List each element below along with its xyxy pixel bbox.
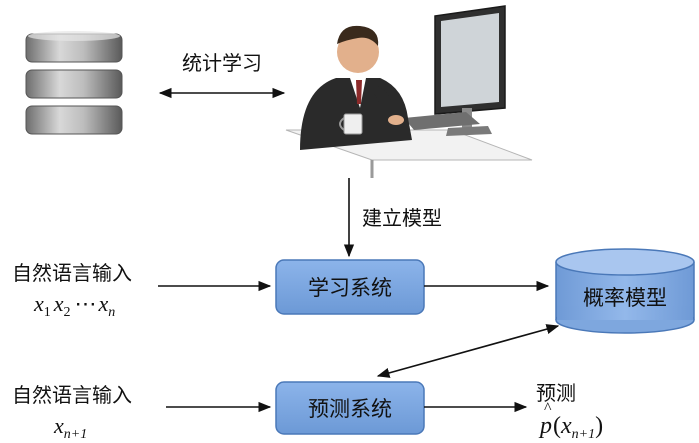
cylinder-model-icon: 概率模型 bbox=[555, 248, 695, 334]
learning-system-node: 学习系统 bbox=[275, 259, 425, 315]
prediction-output-formula: p(xn+1) bbox=[538, 413, 603, 442]
stat-learning-label: 统计学习 bbox=[182, 51, 262, 75]
p-hat-accent: ^ bbox=[544, 400, 552, 417]
learning-system-label: 学习系统 bbox=[308, 276, 392, 300]
prediction-system-label: 预测系统 bbox=[308, 397, 392, 421]
prediction-system-node: 预测系统 bbox=[275, 381, 425, 435]
build-model-label: 建立模型 bbox=[362, 206, 442, 230]
predict-input-formula: xn+1 bbox=[53, 413, 87, 442]
nl-input-predict-label: 自然语言输入 bbox=[12, 383, 132, 407]
model-prediction-arrow bbox=[376, 324, 560, 378]
person-at-computer-icon bbox=[285, 5, 533, 178]
database-icon bbox=[25, 31, 123, 135]
nl-input-train-label: 自然语言输入 bbox=[12, 261, 132, 285]
probability-model-label: 概率模型 bbox=[583, 286, 667, 310]
prediction-output-label: 预测 bbox=[536, 381, 576, 405]
